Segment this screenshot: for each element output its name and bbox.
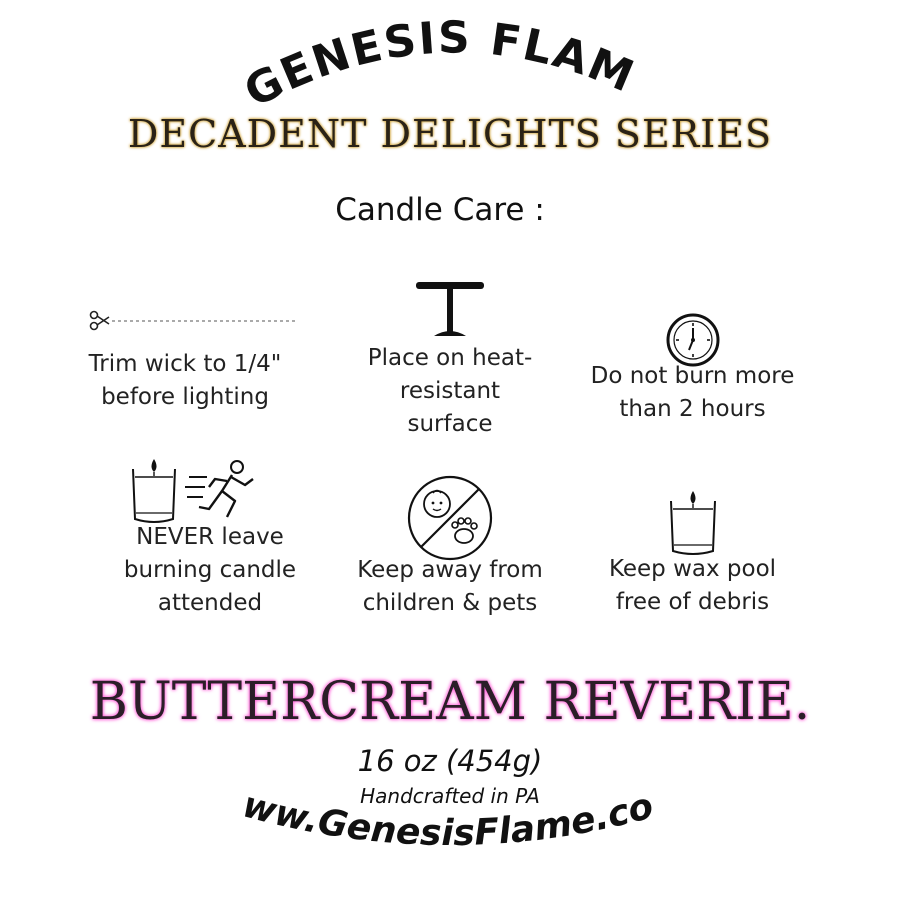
care-item-line: Keep wax pool [608, 556, 777, 582]
clock-icon [666, 313, 720, 367]
care-item-never-leave: NEVER leave burning candle attended [115, 455, 305, 625]
care-heading: Candle Care : [335, 192, 545, 228]
candle-running-person-icon [132, 459, 254, 523]
care-item-line: free of debris [615, 589, 770, 615]
care-item-time: Do not burn more than 2 hours [590, 312, 795, 432]
product-size: 16 oz (454g) [357, 744, 543, 778]
brand-title: GENESIS FLAME [0, 0, 642, 118]
series-title: DECADENT DELIGHTS SERIES [127, 112, 773, 156]
scissors-icon [89, 310, 297, 331]
care-item-line: Do not burn more [590, 363, 795, 389]
product-name: BUTTERCREAM REVERIE. [89, 672, 811, 732]
care-item-line: burning candle [123, 557, 297, 583]
care-item-line: before lighting [101, 384, 269, 410]
care-item-line: NEVER leave [136, 524, 284, 550]
product-origin: Handcrafted in PA [360, 784, 540, 808]
no-children-pets-icon [407, 475, 493, 561]
care-item-surface: Place on heat- resistant surface [350, 276, 550, 446]
svg-text:www.GenesisFlame.com: www.GenesisFlame.com [0, 780, 658, 854]
website-url-text: www.GenesisFlame.com [0, 780, 658, 854]
care-item-line: Place on heat- [367, 345, 533, 371]
care-item-line: Keep away from [357, 557, 543, 583]
brand-title-text: GENESIS FLAME [0, 0, 640, 118]
care-item-line: Trim wick to 1/4" [88, 351, 282, 377]
care-item-wax-pool: Keep wax pool free of debris [595, 487, 790, 627]
pedestal-table-icon [416, 282, 484, 336]
care-item-trim: Trim wick to 1/4" before lighting [85, 300, 300, 420]
care-item-line: than 2 hours [619, 396, 766, 422]
care-item-children-pets: Keep away from children & pets [350, 474, 550, 624]
website-url: www.GenesisFlame.com [0, 780, 658, 854]
care-item-line: surface [407, 411, 493, 437]
care-item-line: attended [157, 590, 263, 616]
care-item-line: resistant [399, 378, 501, 404]
care-item-line: children & pets [362, 590, 538, 616]
svg-text:GENESIS FLAME: GENESIS FLAME [0, 0, 642, 118]
candle-icon [670, 491, 716, 555]
